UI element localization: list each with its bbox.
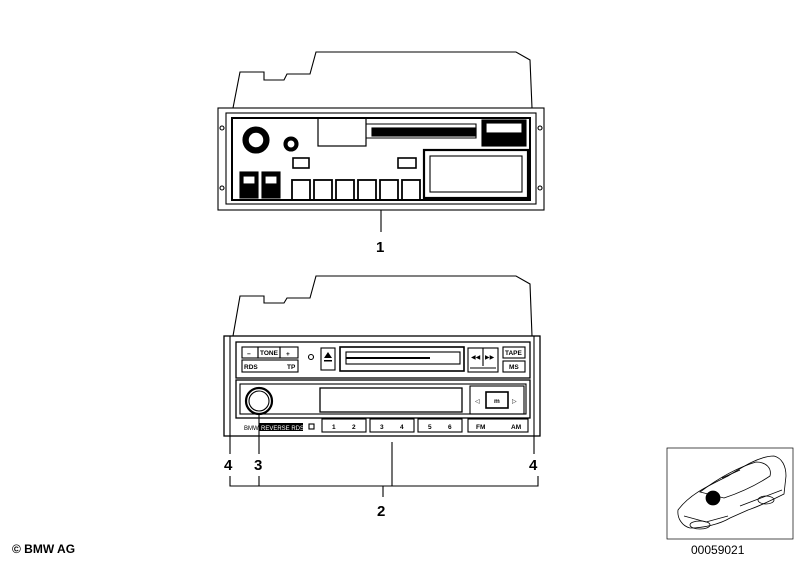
fm-label: FM (476, 424, 485, 431)
housing-outline (232, 275, 533, 337)
screw (537, 185, 543, 191)
callout-2: 2 (377, 503, 385, 520)
screw (219, 125, 225, 131)
radio-cassette-unit-1 (217, 51, 545, 211)
ms-label: MS (509, 364, 519, 371)
rewind-icon: ◀◀ (471, 355, 481, 361)
tp-label: TP (287, 364, 296, 371)
m-button (485, 391, 509, 409)
m-label: m (494, 398, 500, 405)
fast-forward-icon: ▶▶ (485, 355, 495, 361)
lower-panel (235, 379, 531, 419)
cassette-slot (317, 117, 367, 147)
tape-label: TAPE (505, 350, 523, 357)
screw (537, 125, 543, 131)
small-button (397, 157, 417, 169)
callout-4-right: 4 (529, 457, 538, 474)
indicator-led (308, 423, 315, 430)
tone-minus-label: − (247, 351, 251, 358)
preset-4: 4 (400, 424, 404, 431)
copyright-notice: © BMW AG (12, 542, 75, 556)
car-silhouette (677, 455, 787, 529)
preset-2: 2 (352, 424, 356, 431)
eject-button (320, 347, 336, 371)
rds-tp-button (241, 359, 299, 373)
leader-lines-lower (229, 414, 539, 497)
model-sub-label: REVERSE RDS (261, 426, 304, 432)
callout-1: 1 (376, 239, 384, 256)
station-keys (291, 179, 421, 201)
radio-rds-unit-2: − TONE + RDS TP ◀◀ ▶▶ TAPE MS (223, 275, 541, 437)
location-marker-dot (705, 490, 721, 506)
tape-button (502, 346, 526, 359)
callout-4-left: 4 (224, 457, 233, 474)
model-brand: BMW (244, 426, 259, 432)
preset-5: 5 (428, 424, 432, 431)
left-arrow-icon: ◁ (475, 399, 480, 405)
small-button (292, 157, 310, 169)
tone-plus-button (279, 346, 299, 359)
m-button-group (469, 385, 525, 415)
vehicle-locator-thumbnail (666, 447, 794, 540)
screw (219, 185, 225, 191)
preset-3: 3 (380, 424, 384, 431)
upper-panel (235, 341, 531, 379)
preset-3-4-button (369, 418, 415, 433)
preset-1: 1 (332, 424, 336, 431)
callout-3: 3 (254, 457, 262, 474)
tone-label: TONE (260, 350, 279, 357)
display-window (319, 387, 463, 413)
fm-am-button (467, 418, 529, 433)
preset-6: 6 (448, 424, 452, 431)
right-arrow-icon: ▷ (512, 399, 517, 405)
cassette-slot (339, 346, 465, 372)
eject-icon (324, 352, 332, 360)
rds-label: RDS (244, 364, 258, 371)
indicator-led (307, 353, 315, 361)
ms-button (502, 360, 526, 373)
preset-5-6-button (417, 418, 463, 433)
housing-outline (232, 51, 533, 109)
image-number: 00059021 (691, 543, 745, 557)
display-window (422, 148, 530, 200)
am-label: AM (511, 424, 521, 431)
preset-1-2-button (321, 418, 367, 433)
tone-plus-label: + (286, 351, 290, 358)
